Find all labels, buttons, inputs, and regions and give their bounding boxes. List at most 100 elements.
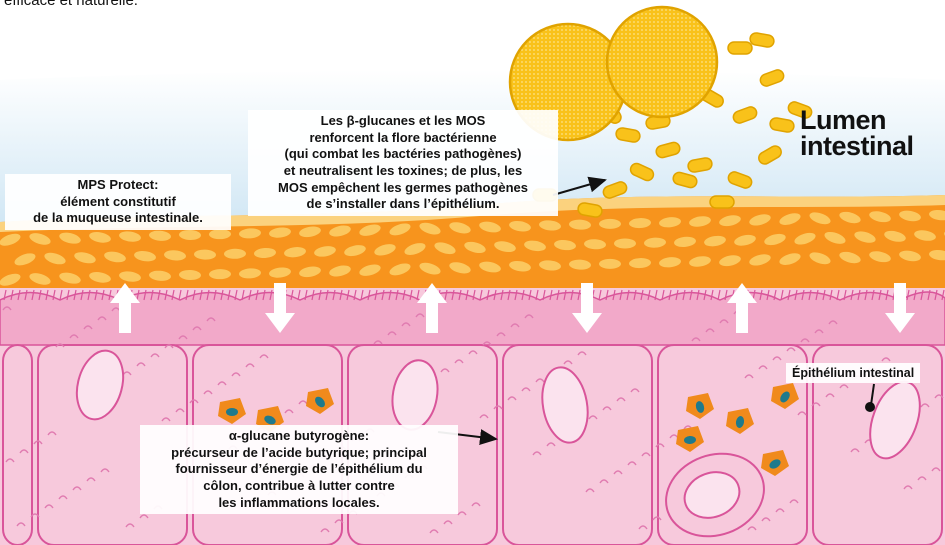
villus bbox=[724, 289, 728, 301]
cytoplasm-mark bbox=[33, 440, 43, 445]
mucus-granule bbox=[659, 217, 681, 228]
villus bbox=[885, 289, 889, 301]
cytoplasm-mark bbox=[507, 396, 517, 401]
villus bbox=[248, 289, 252, 301]
villus bbox=[647, 289, 651, 301]
cytoplasm-mark bbox=[797, 411, 807, 416]
pointer-line bbox=[870, 383, 875, 406]
cytoplasm-mark bbox=[800, 338, 810, 343]
cytoplasm-mark bbox=[479, 414, 489, 419]
pointer-arrow-icon bbox=[552, 176, 607, 196]
mucus-granule bbox=[839, 211, 861, 224]
cytoplasm-mark bbox=[373, 340, 383, 345]
mucus-granule bbox=[419, 262, 441, 275]
mucus-granule bbox=[734, 234, 756, 246]
villus bbox=[528, 289, 532, 301]
villus bbox=[759, 289, 763, 301]
mucus-granule bbox=[44, 252, 66, 265]
cytoplasm-mark bbox=[850, 448, 860, 453]
cytoplasm-mark bbox=[903, 485, 913, 490]
villus bbox=[626, 289, 630, 301]
villus bbox=[52, 289, 56, 301]
bacteria-icon bbox=[758, 145, 782, 165]
cytoplasm-mark bbox=[546, 442, 556, 447]
cytoplasm-mark bbox=[206, 317, 216, 322]
cytoplasm-mark bbox=[786, 347, 796, 352]
mucus-granule bbox=[179, 269, 201, 280]
mucus-granule bbox=[929, 209, 945, 221]
villus bbox=[318, 289, 322, 301]
mucus-granule bbox=[839, 251, 861, 264]
villus bbox=[780, 289, 784, 301]
villus bbox=[80, 289, 84, 301]
villus bbox=[360, 289, 364, 301]
bacteria-icon bbox=[709, 195, 735, 209]
mucus-granule bbox=[824, 231, 846, 244]
cytoplasm-mark bbox=[758, 365, 768, 370]
down-arrow-icon bbox=[572, 283, 602, 333]
cytoplasm-mark bbox=[217, 381, 227, 386]
bacteria-icon bbox=[759, 69, 785, 87]
cytoplasm-mark bbox=[97, 316, 107, 321]
mucus-granule bbox=[614, 238, 636, 249]
bacteria-icon bbox=[672, 171, 698, 189]
mucus-granule bbox=[719, 255, 741, 267]
villus bbox=[927, 289, 931, 301]
villus bbox=[178, 289, 182, 301]
villus bbox=[87, 289, 91, 301]
mucus-granule bbox=[494, 241, 516, 253]
villus bbox=[73, 289, 77, 301]
mucus-granule bbox=[419, 222, 441, 235]
cytoplasm-mark bbox=[602, 406, 612, 411]
villus bbox=[31, 289, 35, 301]
mucus-granule bbox=[569, 259, 591, 270]
mucus-granule bbox=[404, 243, 426, 255]
cytoplasm-mark bbox=[72, 486, 82, 491]
villus bbox=[381, 289, 385, 301]
cytoplasm-mark bbox=[5, 458, 15, 463]
cytoplasm-mark bbox=[828, 320, 838, 325]
cytoplasm-mark bbox=[69, 334, 79, 339]
villus bbox=[598, 289, 602, 301]
villus bbox=[262, 289, 266, 301]
cytoplasm-mark bbox=[161, 417, 171, 422]
villus bbox=[808, 289, 812, 301]
cytoplasm-mark bbox=[175, 408, 185, 413]
villus bbox=[150, 289, 154, 301]
cytoplasm-mark bbox=[125, 523, 135, 528]
villus bbox=[843, 289, 847, 301]
cytoplasm-mark bbox=[100, 468, 110, 473]
cytoplasm-mark bbox=[577, 351, 587, 356]
mps-protect-label: MPS Protect: élément constitutif de la m… bbox=[5, 174, 231, 230]
villus bbox=[815, 289, 819, 301]
mucus-granule bbox=[104, 251, 126, 263]
bacteria-icon bbox=[727, 41, 753, 55]
villus bbox=[654, 289, 658, 301]
villus bbox=[458, 289, 462, 301]
cytoplasm-mark bbox=[454, 359, 464, 364]
villus bbox=[829, 289, 833, 301]
mucus-granule bbox=[239, 228, 261, 239]
villus bbox=[164, 289, 168, 301]
villus bbox=[801, 289, 805, 301]
villus bbox=[206, 289, 210, 301]
cytoplasm-mark bbox=[245, 363, 255, 368]
cytoplasm-mark bbox=[772, 356, 782, 361]
cytoplasm-mark bbox=[775, 508, 785, 513]
cytoplasm-mark bbox=[627, 461, 637, 466]
mucus-granule bbox=[89, 232, 111, 243]
mucus-granules bbox=[0, 209, 945, 286]
mucus-granule bbox=[569, 219, 591, 230]
cytoplasm-mark bbox=[16, 522, 26, 527]
mucus-granule bbox=[584, 239, 606, 250]
mucus-granule bbox=[269, 227, 291, 238]
cytoplasm-mark bbox=[136, 362, 146, 367]
cytoplasm-mark bbox=[638, 525, 648, 530]
villus bbox=[703, 289, 707, 301]
villus bbox=[913, 289, 917, 301]
cytoplasm-mark bbox=[178, 335, 188, 340]
villus bbox=[332, 289, 336, 301]
villus bbox=[374, 289, 378, 301]
nucleus-icon bbox=[75, 349, 125, 421]
